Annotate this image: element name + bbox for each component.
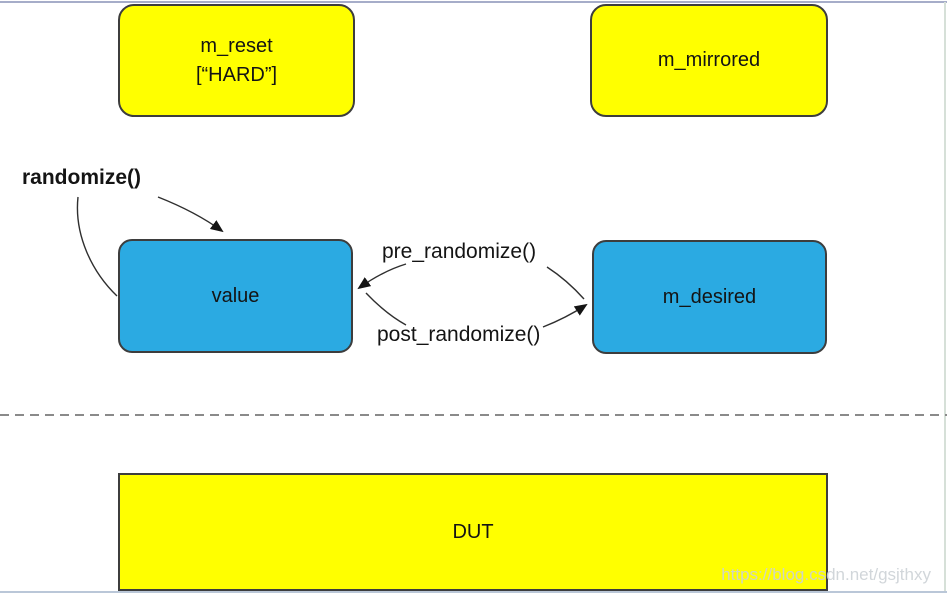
box-value: value <box>118 239 353 353</box>
arrow-post-randomize-right <box>542 303 588 328</box>
label-pre-randomize: pre_randomize() <box>382 240 537 263</box>
line-post-randomize-left <box>365 292 407 326</box>
box-dut-label: DUT <box>452 520 494 543</box>
arrow-randomize-to-value <box>157 196 224 233</box>
frame-top-border <box>0 1 947 3</box>
frame-right-border <box>944 2 946 591</box>
box-m-reset-label-line2: [“HARD”] <box>195 63 278 86</box>
box-m-mirrored: m_mirrored <box>590 4 828 117</box>
watermark-text: https://blog.csdn.net/gsjthxy <box>721 565 931 584</box>
box-m-reset: m_reset [“HARD”] <box>118 4 355 117</box>
frame-bottom-border <box>0 591 947 593</box>
line-pre-randomize-right <box>546 266 585 300</box>
box-m-reset-label-line1: m_reset <box>200 34 273 57</box>
box-value-label: value <box>211 284 260 307</box>
box-m-mirrored-label: m_mirrored <box>657 49 761 71</box>
arrow-pre-randomize-left <box>357 263 407 290</box>
box-m-desired-label: m_desired <box>662 285 757 308</box>
box-dut: DUT <box>118 473 828 591</box>
label-post-randomize: post_randomize() <box>377 323 541 346</box>
label-randomize: randomize() <box>22 166 142 189</box>
box-m-desired: m_desired <box>592 240 827 354</box>
line-randomize-curve <box>76 196 118 297</box>
